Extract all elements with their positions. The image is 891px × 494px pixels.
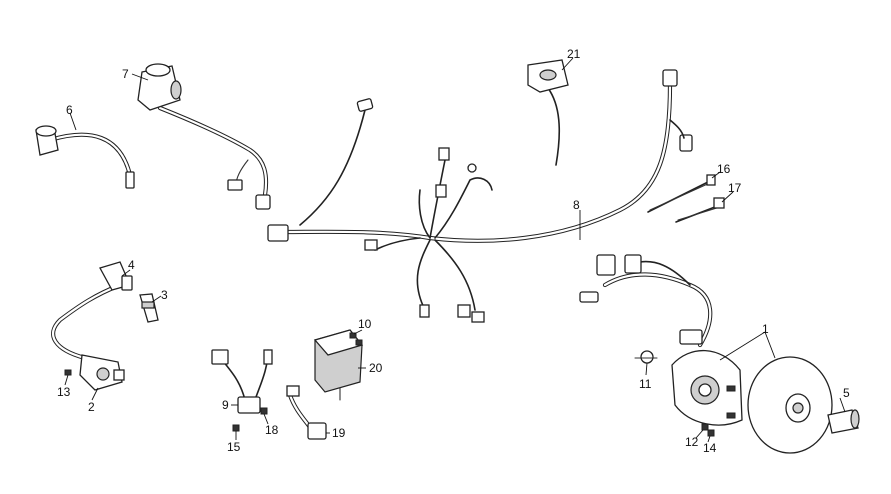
- callout-17: 17: [728, 181, 742, 195]
- part-17-cable-tie: [675, 197, 725, 223]
- part-13-screw: [64, 369, 72, 376]
- part-1-flywheel-stator: [579, 254, 833, 454]
- part-8-main-harness: [267, 69, 693, 323]
- callout-2: 2: [88, 400, 95, 414]
- callout-12: 12: [685, 435, 699, 449]
- callout-11: 11: [639, 377, 652, 391]
- callout-5: 5: [843, 386, 850, 400]
- callout-7: 7: [122, 67, 129, 81]
- callout-16: 16: [717, 162, 731, 176]
- part-20-cdi-unit: [313, 329, 364, 401]
- part-3-spark-plug: [139, 293, 159, 323]
- callout-19: 19: [332, 426, 346, 440]
- part-10-screws: [349, 332, 363, 346]
- part-21-clamp-switch: [527, 59, 569, 166]
- part-7-handlebar-switch: [137, 63, 271, 210]
- part-14-washer: [707, 429, 715, 437]
- callout-14: 14: [703, 441, 717, 455]
- callout-4: 4: [128, 258, 135, 272]
- callout-3: 3: [161, 288, 168, 302]
- callout-13: 13: [57, 385, 71, 399]
- callout-6: 6: [66, 103, 73, 117]
- leader-lines: [64, 57, 846, 443]
- callout-10: 10: [358, 317, 372, 331]
- callout-labels: 1 2 3 4 5 6 7 8 9 10 11 12 13 14 15 16 1…: [57, 47, 850, 455]
- part-11-clamp: [634, 350, 658, 364]
- callout-1: 1: [762, 322, 769, 336]
- part-12-screw: [701, 423, 709, 431]
- part-15-screw: [232, 424, 240, 432]
- part-16-cable-tie: [647, 174, 716, 213]
- part-9-regulator: [211, 349, 273, 414]
- part-19-connector-lead: [286, 385, 327, 440]
- callout-8: 8: [573, 198, 580, 212]
- callout-15: 15: [227, 440, 241, 454]
- callout-21: 21: [567, 47, 581, 61]
- part-6-stop-button: [35, 125, 135, 189]
- part-5-bolt: [827, 409, 860, 434]
- part-2-ignition-coil: [51, 282, 125, 391]
- part-18-screw: [260, 407, 268, 415]
- callout-20: 20: [369, 361, 383, 375]
- callout-9: 9: [222, 398, 229, 412]
- callout-18: 18: [265, 423, 279, 437]
- part-4-spark-plug-cap: [99, 261, 133, 291]
